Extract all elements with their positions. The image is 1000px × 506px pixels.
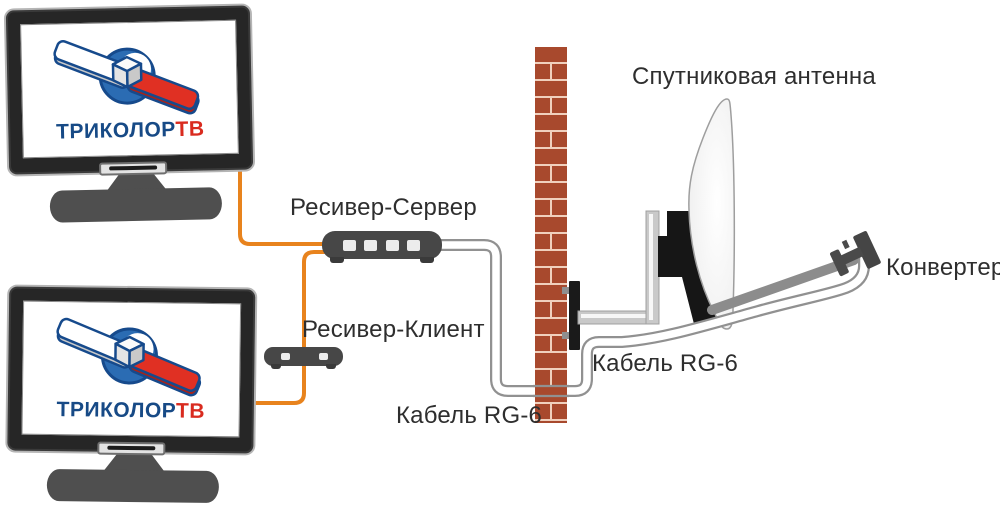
dish-mast [577,210,660,325]
server-foot-right [420,257,434,263]
tv-stand-notch [99,161,168,176]
receiver-server-device [322,231,442,263]
logo-wordmark: ТРИКОЛОРТВ [56,117,205,143]
coax-cable-wall-pass [533,384,569,398]
tv-stand-base [49,187,223,223]
wall-mount-plate [569,281,580,350]
label-converter: Конвертер [886,254,1000,281]
mount-pin-top [562,287,570,294]
server-port-4 [407,240,420,251]
coax-cable [440,239,870,397]
server-port-1 [343,240,356,251]
receiver-client-device [264,347,343,369]
logo-cube [114,335,145,369]
client-foot-right [326,364,336,369]
client-port-1 [281,353,290,360]
logo-satellite-panel-red [128,347,202,397]
tricolor-logo: ТРИКОЛОРТВ [53,40,205,144]
label-receiver-client: Ресивер-Клиент [302,316,485,343]
server-port-3 [386,240,399,251]
label-satellite-dish: Спутниковая антенна [632,63,876,90]
server-port-2 [364,240,377,251]
client-port-2 [319,353,328,360]
server-foot-left [330,257,344,263]
cable-tv-top-to-server [238,161,328,246]
label-receiver-server: Ресивер-Сервер [290,194,477,221]
tv-stand-slot [109,165,158,171]
tv-top: ТРИКОЛОРТВ [3,1,259,226]
logo-wordmark: ТРИКОЛОРТВ [56,398,205,423]
feed-arm [707,255,859,315]
brick-wall [535,47,567,423]
client-foot-left [271,364,281,369]
tv-stand-slot [107,445,156,451]
tv-stand-notch [97,441,166,456]
label-cable-rg6-right: Кабель RG-6 [592,350,739,377]
converter-icon [830,231,881,277]
cable-server-to-tv-bottom [250,250,326,405]
tv-frame: ТРИКОЛОРТВ [5,284,258,456]
logo-cube [111,55,143,89]
mount-pin-bottom [562,332,570,339]
tv-stand-base [46,468,220,504]
tv-screen: ТРИКОЛОРТВ [20,19,239,159]
tv-bottom: ТРИКОЛОРТВ [5,280,260,506]
label-cable-rg6-left: Кабель RG-6 [396,402,543,429]
tv-screen: ТРИКОЛОРТВ [21,300,242,438]
tv-frame: ТРИКОЛОРТВ [3,3,256,177]
tricolor-logo: ТРИКОЛОРТВ [56,317,205,423]
